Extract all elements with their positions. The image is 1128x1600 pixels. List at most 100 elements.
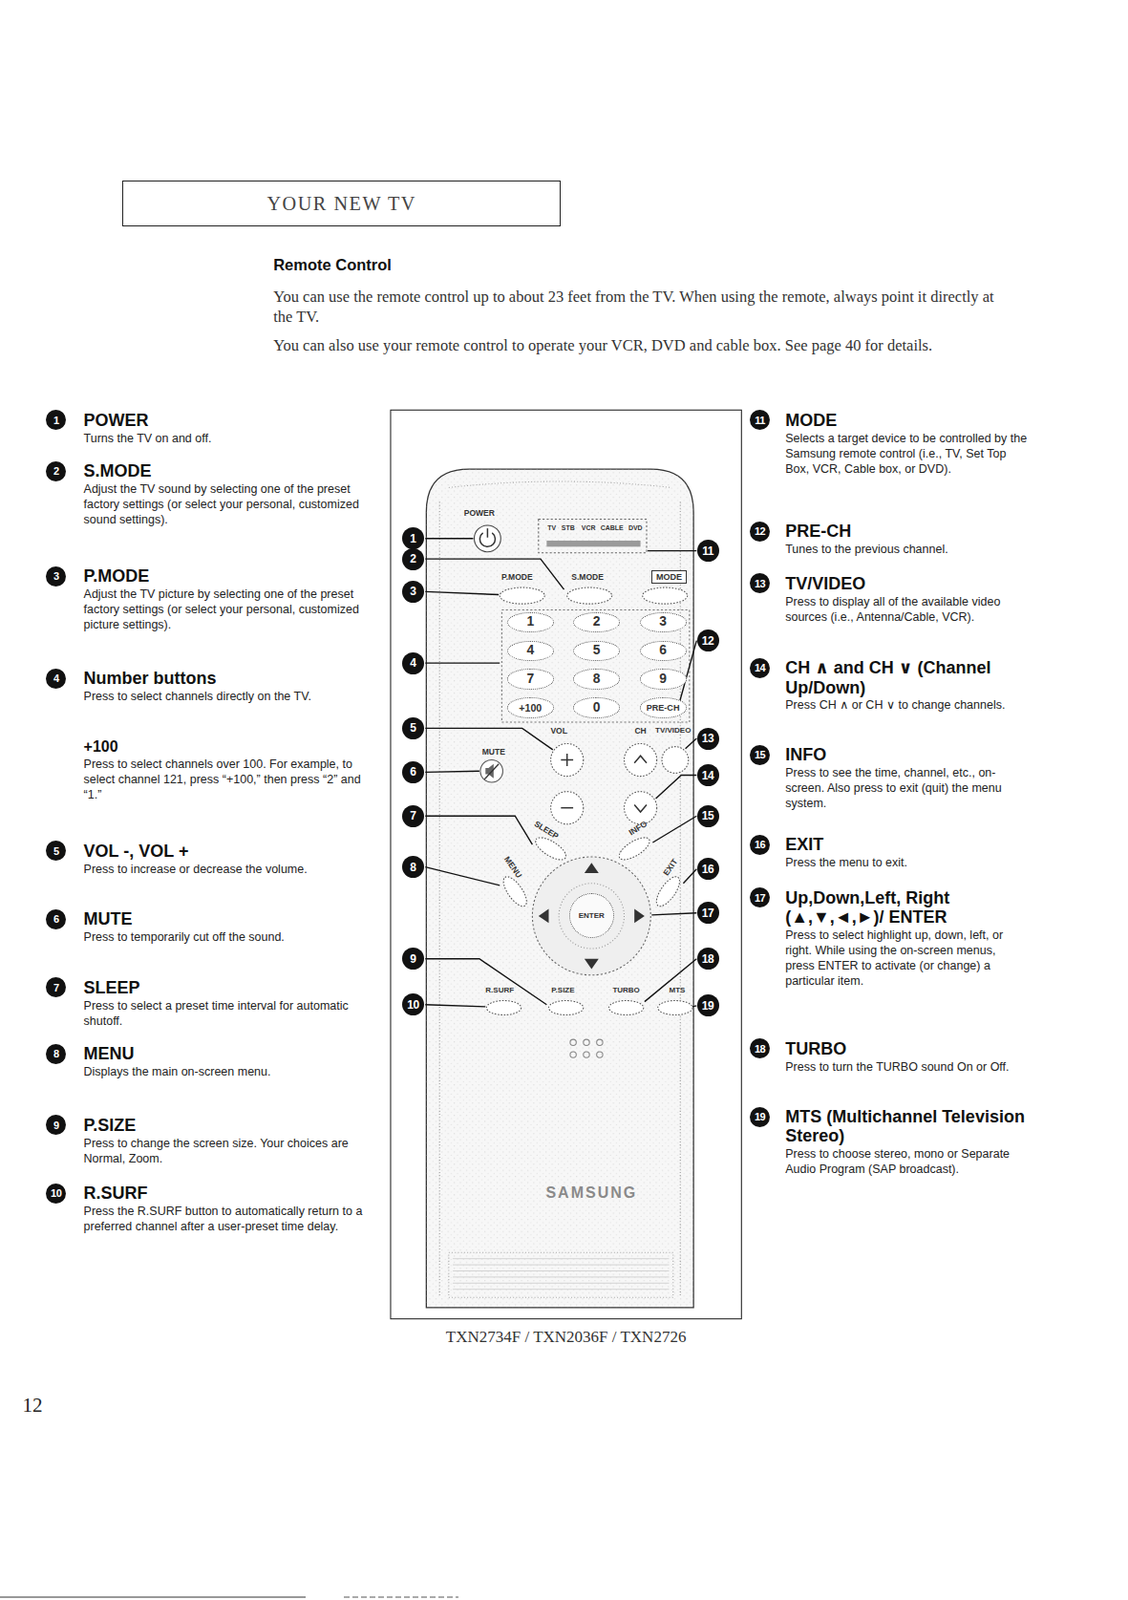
number-button: 7 [507, 668, 554, 689]
grip-line [452, 1288, 669, 1290]
number-button: 2 [573, 612, 620, 633]
button-name: MODE [785, 410, 1028, 430]
button-text: 0 [593, 701, 601, 715]
callout-number: 7 [45, 977, 66, 998]
button-description: Adjust the TV picture by selecting one o… [84, 587, 381, 634]
callout-number: 4 [45, 668, 66, 689]
callout-number: 9 [402, 947, 425, 970]
button-description: Press to select channels directly on the… [84, 689, 381, 705]
speaker-hole [570, 1039, 576, 1045]
rocker-button [551, 791, 584, 825]
grip-line [452, 1270, 669, 1272]
oval-button [548, 1000, 583, 1016]
callout-number: 13 [749, 573, 770, 594]
button-label: TV [547, 525, 556, 533]
button-name: MTS (Multichannel Television Stereo) [785, 1106, 1028, 1146]
callout-number: 16 [697, 857, 720, 880]
header-text: YOUR NEW TV [266, 193, 416, 213]
leader-line [425, 867, 500, 886]
callout-number: 5 [402, 717, 425, 740]
number-button: 0 [573, 697, 620, 718]
speaker-hole [596, 1051, 603, 1058]
number-button: 5 [573, 640, 620, 661]
button-description: Press to change the screen size. Your ch… [84, 1136, 381, 1168]
button-description: Press to select highlight up, down, left… [785, 928, 1028, 990]
callout-number: 4 [402, 652, 425, 675]
leader-line [692, 1005, 697, 1007]
header-box: YOUR NEW TV [122, 180, 561, 227]
button-name: R.SURF [84, 1183, 381, 1203]
speaker-hole [583, 1051, 590, 1058]
button-text: 5 [593, 643, 601, 658]
callout-number: 1 [45, 409, 66, 430]
callout-number: 18 [697, 947, 720, 970]
leader-line [425, 770, 480, 772]
callout-number: 3 [402, 580, 425, 603]
intro-paragraph: You can also use your remote control to … [273, 335, 1000, 356]
number-button: 9 [639, 668, 687, 689]
grip-area [448, 1252, 674, 1298]
callout-number: 6 [402, 761, 425, 784]
indicator-bar [546, 540, 640, 547]
callout-number: 11 [749, 409, 770, 430]
callout-number: 14 [749, 658, 770, 679]
arrow-left [538, 908, 550, 923]
button-label: TV/VIDEO [655, 726, 691, 735]
arrow-up [584, 862, 599, 873]
callout-number: 10 [45, 1183, 66, 1204]
button-description: Press CH ∧ or CH ∨ to change channels. [785, 698, 1028, 714]
arrow-right [634, 908, 645, 923]
button-description: Press to see the time, channel, etc., on… [785, 766, 1028, 812]
page-edge-mark [343, 1596, 459, 1598]
number-button: 4 [507, 640, 554, 661]
button-text: 9 [659, 672, 667, 686]
leader-line [425, 958, 547, 1005]
figure-caption: TXN2734F / TXN2036F / TXN2726 [390, 1327, 742, 1347]
figure-frame [390, 409, 742, 1319]
button-description: Press to temporarily cut off the sound. [84, 930, 381, 946]
button-name: PRE-CH [785, 521, 1028, 541]
leader-line [425, 537, 473, 539]
oval-button [608, 1000, 643, 1016]
callout-number: 14 [697, 764, 720, 787]
leader-line [425, 727, 553, 749]
button-label: P.MODE [501, 573, 533, 582]
speaker-hole [583, 1039, 590, 1045]
button-description: Displays the main on-screen menu. [84, 1064, 381, 1081]
minus-symbol [560, 807, 574, 809]
power-button [474, 525, 502, 553]
callout-number: 9 [45, 1114, 66, 1135]
oval-button [567, 587, 613, 604]
callout-number: 10 [402, 993, 425, 1016]
button-description: Press the menu to exit. [785, 855, 1028, 872]
leader-line [685, 738, 698, 749]
callout-number: 15 [749, 744, 770, 766]
button-name: TURBO [785, 1039, 1028, 1059]
tv-video-button [661, 746, 689, 774]
grip-line [452, 1257, 669, 1259]
button-label: S.MODE [571, 573, 604, 582]
leader-line [425, 815, 533, 845]
mode-label-box: MODE [651, 570, 686, 584]
button-name: MENU [84, 1043, 381, 1064]
button-description: Press the R.SURF button to automatically… [84, 1204, 381, 1235]
callout-number: 1 [402, 527, 425, 550]
oval-button [616, 832, 654, 864]
mute-button [480, 760, 503, 783]
device-strip [538, 519, 647, 554]
button-text: PRE-CH [646, 703, 681, 713]
plus-symbol [560, 753, 574, 767]
button-text: 8 [593, 672, 601, 686]
number-button: +100 [507, 697, 554, 718]
button-description: Press to turn the TURBO sound On or Off. [785, 1060, 1028, 1076]
button-text: 3 [659, 615, 667, 629]
callout-number: 7 [402, 805, 425, 828]
button-label: VOL [550, 725, 568, 735]
oval-button [652, 872, 684, 910]
intro-paragraph: You can use the remote control up to abo… [273, 286, 1000, 328]
callout-number: 12 [697, 629, 720, 652]
button-name: SLEEP [84, 978, 381, 998]
enter-button: ENTER [569, 893, 615, 938]
keypad-outline [501, 610, 689, 723]
